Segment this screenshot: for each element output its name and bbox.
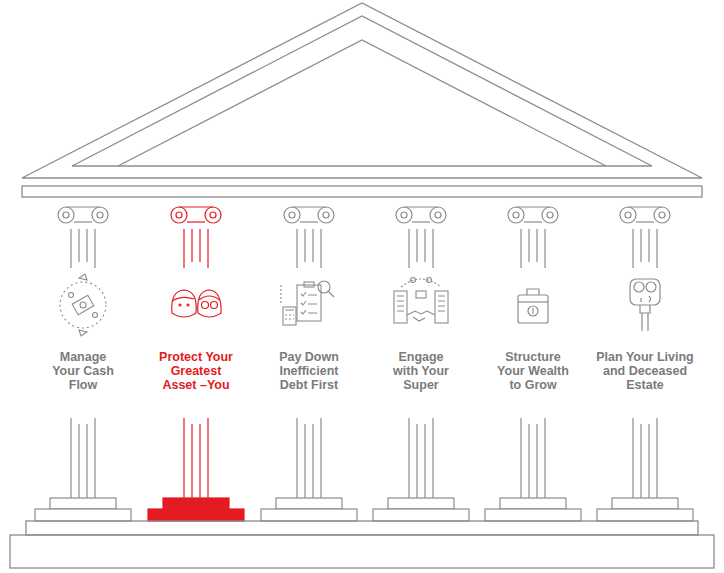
coin-mark (532, 308, 533, 314)
magnifier-handle (328, 291, 334, 297)
checklist (301, 292, 317, 314)
face (172, 290, 197, 317)
column-base (612, 498, 678, 509)
calculator (283, 307, 296, 325)
node-dot (411, 278, 416, 283)
column-base (485, 509, 581, 521)
hair (199, 296, 220, 300)
briefcase-line (518, 301, 548, 302)
handshake (407, 311, 435, 321)
viewer-lens (646, 282, 656, 292)
pillar-title: Plan Your Living and Deceased Estate (591, 350, 699, 392)
viewer-lens (634, 282, 644, 292)
entablature (22, 186, 702, 197)
briefcase (518, 295, 548, 323)
column-base (50, 498, 116, 509)
pillar-label: Pay Down Inefficient Debt First (270, 350, 348, 392)
pillar-title: Protect Your Greatest Asset –You (154, 350, 238, 392)
glasses (211, 302, 218, 309)
coin (69, 293, 74, 298)
cash-flow-icon (60, 274, 106, 336)
pillar-label: Plan Your Living and Deceased Estate (591, 350, 699, 392)
node-dot (427, 278, 432, 283)
hair (172, 297, 194, 301)
people-icon (172, 290, 221, 317)
pillar-label: Manage Your Cash Flow (51, 350, 115, 392)
pillar-label: Protect Your Greatest Asset –You (154, 350, 238, 392)
cycle-ring (60, 282, 106, 328)
platform-step (10, 535, 714, 568)
roof-line (72, 165, 652, 166)
debt-icon (281, 281, 334, 325)
document (416, 291, 426, 298)
pillar-label: Engage with Your Super (387, 350, 455, 392)
coin (528, 306, 538, 316)
cycle-arrow (79, 330, 87, 336)
roof-outline (22, 3, 702, 178)
banknote-mark (80, 302, 86, 308)
banknote (72, 295, 94, 314)
viewer-head (630, 279, 660, 305)
clipboard (297, 285, 321, 321)
viewer-detail (641, 296, 651, 302)
column-base (500, 498, 566, 509)
platform-step (26, 521, 698, 535)
pillar-title: Structure Your Wealth to Grow (492, 350, 574, 392)
face (198, 290, 221, 317)
column-base (163, 498, 229, 509)
super-icon (394, 278, 448, 324)
platform (10, 521, 714, 568)
dash-line (280, 285, 281, 303)
column-base (35, 509, 131, 521)
roof-line (72, 16, 652, 166)
eye (179, 304, 181, 306)
column-base (388, 498, 454, 509)
briefcase-handle (527, 289, 539, 295)
column-base (276, 498, 342, 509)
eye (187, 304, 189, 306)
column-base (597, 509, 693, 521)
column-base (261, 509, 357, 521)
roof (22, 3, 702, 197)
roof-line (118, 40, 606, 166)
viewer-stand (640, 305, 650, 331)
pillar-title: Manage Your Cash Flow (51, 350, 115, 392)
pillar-title: Engage with Your Super (387, 350, 455, 392)
column-base (373, 509, 469, 521)
pillar-label: Structure Your Wealth to Grow (492, 350, 574, 392)
column-base (148, 509, 244, 521)
clipboard-clip (304, 282, 314, 287)
cycle-arrow (79, 274, 87, 280)
viewer-icon (630, 279, 660, 331)
coin (93, 313, 98, 318)
wealth-icon (518, 289, 548, 323)
column-bases (35, 498, 693, 521)
pillar-title: Pay Down Inefficient Debt First (270, 350, 348, 392)
calculator-keys (285, 310, 294, 319)
glasses (202, 302, 209, 309)
link-arc (401, 279, 441, 287)
